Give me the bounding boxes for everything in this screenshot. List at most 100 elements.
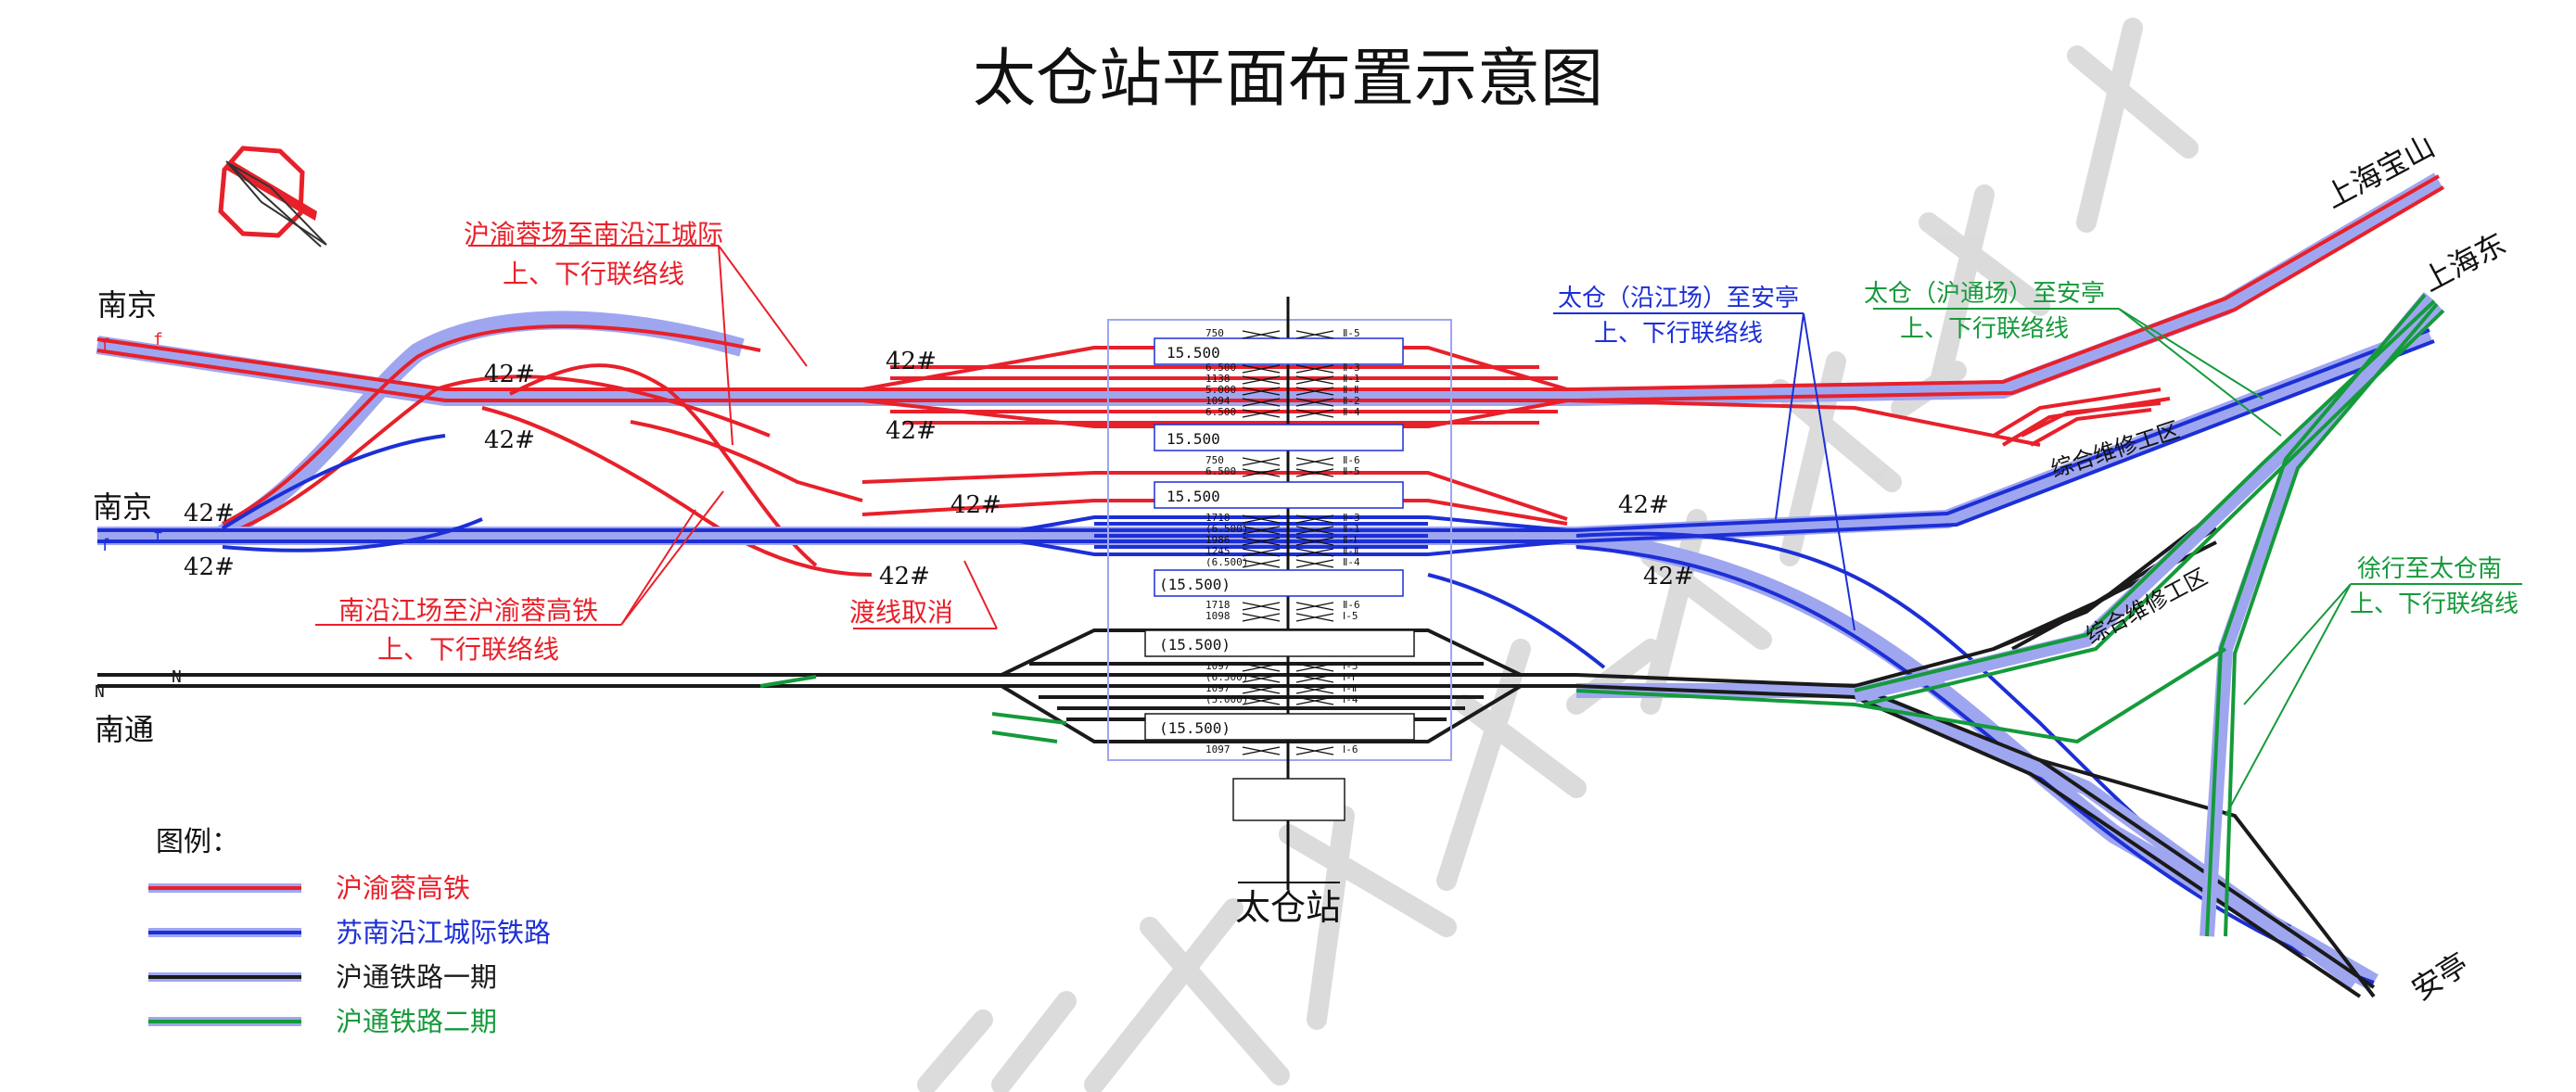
compass-icon: [218, 146, 327, 248]
svg-text:f: f: [153, 527, 163, 546]
track-row-right: Ⅰ-Ⅰ: [1343, 671, 1355, 683]
svg-text:南沿江场至沪渝蓉高铁: 南沿江场至沪渝蓉高铁: [338, 595, 598, 626]
track-row-left: 1097: [1205, 660, 1231, 672]
track-row-left: (6.500): [1205, 671, 1248, 683]
direction-shanghai-east: 上海东: [2417, 225, 2512, 298]
platform: [1154, 424, 1404, 451]
switch-cross: [1242, 696, 1334, 705]
track-row-left: 6.500: [1205, 362, 1236, 374]
svg-text:徐行至太仓南: 徐行至太仓南: [2357, 555, 2502, 583]
track-row-right: Ⅰ-4: [1343, 693, 1358, 705]
track-row-left: 1094: [1205, 395, 1231, 407]
direction-shanghai-baoshan: 上海宝山: [2319, 128, 2441, 215]
track-row-left: 1245: [1205, 545, 1231, 557]
platform-label: 15.500: [1167, 344, 1220, 362]
track-row-right: Ⅱ-Ⅱ: [1343, 545, 1358, 557]
switch-cross: [1242, 602, 1334, 611]
track-row-right: Ⅱ-4: [1343, 406, 1360, 418]
svg-text:上、下行联络线: 上、下行联络线: [377, 634, 559, 665]
callout-huyurong-city: 沪渝蓉场至南沿江城际 上、下行联络线: [464, 219, 808, 446]
svg-text:42#: 42#: [950, 491, 1001, 519]
switch-cross: [1242, 468, 1334, 477]
hutong-phase1-lines: [97, 517, 2376, 998]
track-row-left: (6.500): [1205, 556, 1248, 568]
svg-text:42#: 42#: [484, 361, 535, 388]
track-row-left: (5.000): [1205, 693, 1248, 705]
svg-text:42#: 42#: [484, 426, 535, 454]
track-row-right: Ⅱ-6: [1343, 599, 1360, 611]
callout-xuxing: 徐行至太仓南 上、下行联络线: [2225, 555, 2522, 817]
track-row-right: Ⅱ-Ⅰ: [1343, 534, 1357, 546]
track-row-left: 750: [1205, 454, 1224, 466]
platform-label: (15.500): [1159, 636, 1231, 654]
platform-label: (15.500): [1159, 576, 1231, 593]
track-row-left: 1718: [1205, 599, 1231, 611]
switch-cross: [1242, 548, 1334, 557]
callout-taicang-hutong: 太仓（沪通场）至安亭 上、下行联络线: [1864, 280, 2282, 437]
switch-cross: [1242, 330, 1334, 339]
svg-text:42#: 42#: [184, 553, 235, 581]
track-row-left: 6.500: [1205, 465, 1236, 477]
track-row-right: Ⅱ-1: [1343, 373, 1360, 385]
track-row-right: Ⅱ-1: [1343, 523, 1360, 535]
track-row-left: (6.500): [1205, 523, 1248, 535]
legend-label: 沪通铁路一期: [336, 961, 497, 993]
direction-nantong: 南通: [95, 712, 154, 747]
svg-text:上、下行联络线: 上、下行联络线: [503, 259, 684, 289]
switch-cross: [1242, 526, 1334, 535]
platform: [1154, 337, 1404, 365]
track-row-right: Ⅰ-Ⅱ: [1343, 682, 1357, 694]
switch-cross: [1242, 375, 1334, 385]
legend-title: 图例：: [156, 826, 239, 858]
track-row-right: Ⅱ-6: [1343, 454, 1360, 466]
track-row-left: 1986: [1205, 534, 1231, 546]
callout-cancel-crossover: 渡线取消: [849, 560, 998, 629]
track-row-right: Ⅱ-2: [1343, 395, 1360, 407]
switch-cross: [1242, 364, 1334, 374]
track-row-right: Ⅰ-6: [1343, 743, 1358, 756]
legend-label: 沪通铁路二期: [336, 1006, 497, 1037]
station-concourse: [1232, 778, 1345, 821]
track-row-left: 1097: [1205, 682, 1231, 694]
track-row-left: 1097: [1205, 743, 1231, 756]
track-row-left: 1718: [1205, 512, 1231, 524]
svg-text:上、下行联络线: 上、下行联络线: [2350, 590, 2519, 618]
platform: [1144, 713, 1415, 741]
svg-text:上、下行联络线: 上、下行联络线: [1594, 320, 1763, 348]
hutong-phase2-lines: [759, 291, 2445, 937]
switch-cross: [1242, 514, 1334, 524]
svg-text:综合维修工区: 综合维修工区: [2047, 417, 2183, 483]
svg-text:上、下行联络线: 上、下行联络线: [1900, 315, 2069, 343]
legend-label: 苏南沿江城际铁路: [336, 917, 551, 948]
svg-text:42#: 42#: [886, 348, 937, 375]
switch-cross: [1242, 746, 1334, 756]
track-row-right: Ⅱ-5: [1343, 327, 1360, 339]
track-row-right: Ⅱ-3: [1343, 512, 1360, 524]
track-code-labels: f f f f N N: [95, 330, 182, 702]
switch-cross: [1242, 537, 1334, 546]
direction-nanjing-top: 南京: [97, 287, 157, 323]
track-row-right: Ⅱ-5: [1343, 465, 1360, 477]
svg-text:42#: 42#: [886, 417, 937, 445]
svg-text:42#: 42#: [184, 500, 235, 527]
track-row-left: 1098: [1205, 610, 1231, 622]
svg-text:N: N: [95, 682, 105, 702]
track-row-right: Ⅱ-3: [1343, 362, 1360, 374]
svg-text:沪渝蓉场至南沿江城际: 沪渝蓉场至南沿江城际: [464, 219, 723, 249]
track-row-right: Ⅰ-3: [1343, 660, 1358, 672]
switch-cross: [1242, 685, 1334, 694]
svg-text:太仓（沪通场）至安亭: 太仓（沪通场）至安亭: [1864, 280, 2105, 308]
platform-label: 15.500: [1167, 488, 1220, 505]
platform-label: 15.500: [1167, 430, 1220, 448]
svg-text:渡线取消: 渡线取消: [849, 597, 953, 628]
switch-cross: [1242, 457, 1334, 466]
svg-text:f: f: [100, 536, 110, 555]
huyurong-hsr-lines: [96, 172, 2445, 577]
track-row-left: 750: [1205, 327, 1224, 339]
svg-text:f: f: [153, 330, 163, 349]
platform: [1154, 569, 1404, 597]
sunan-yanjiang-intercity-lines: [97, 324, 2435, 991]
direction-anting: 安亭: [2405, 946, 2474, 1008]
